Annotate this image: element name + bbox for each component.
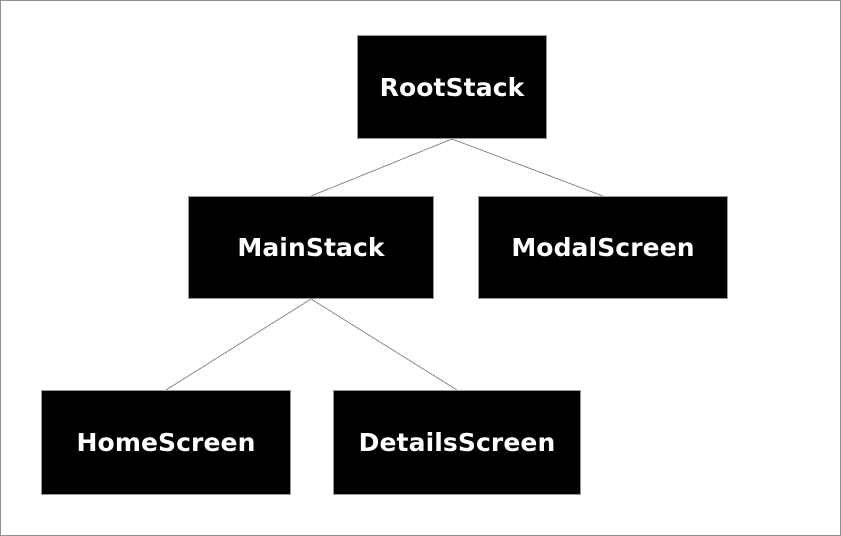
edge-mainstack-homescreen (165, 298, 312, 391)
node-homescreen-label: HomeScreen (76, 428, 256, 457)
edge-rootstack-mainstack (310, 138, 453, 197)
node-detailsscreen[interactable]: DetailsScreen (333, 390, 581, 495)
node-modalscreen-label: ModalScreen (511, 233, 695, 262)
node-homescreen[interactable]: HomeScreen (41, 390, 291, 495)
node-rootstack[interactable]: RootStack (357, 35, 547, 139)
node-rootstack-label: RootStack (379, 72, 525, 102)
edge-rootstack-modalscreen (451, 138, 604, 197)
edge-mainstack-detailsscreen (310, 298, 458, 391)
node-mainstack[interactable]: MainStack (188, 196, 434, 299)
node-modalscreen[interactable]: ModalScreen (478, 196, 728, 299)
node-mainstack-label: MainStack (237, 233, 385, 262)
node-detailsscreen-label: DetailsScreen (358, 428, 556, 457)
